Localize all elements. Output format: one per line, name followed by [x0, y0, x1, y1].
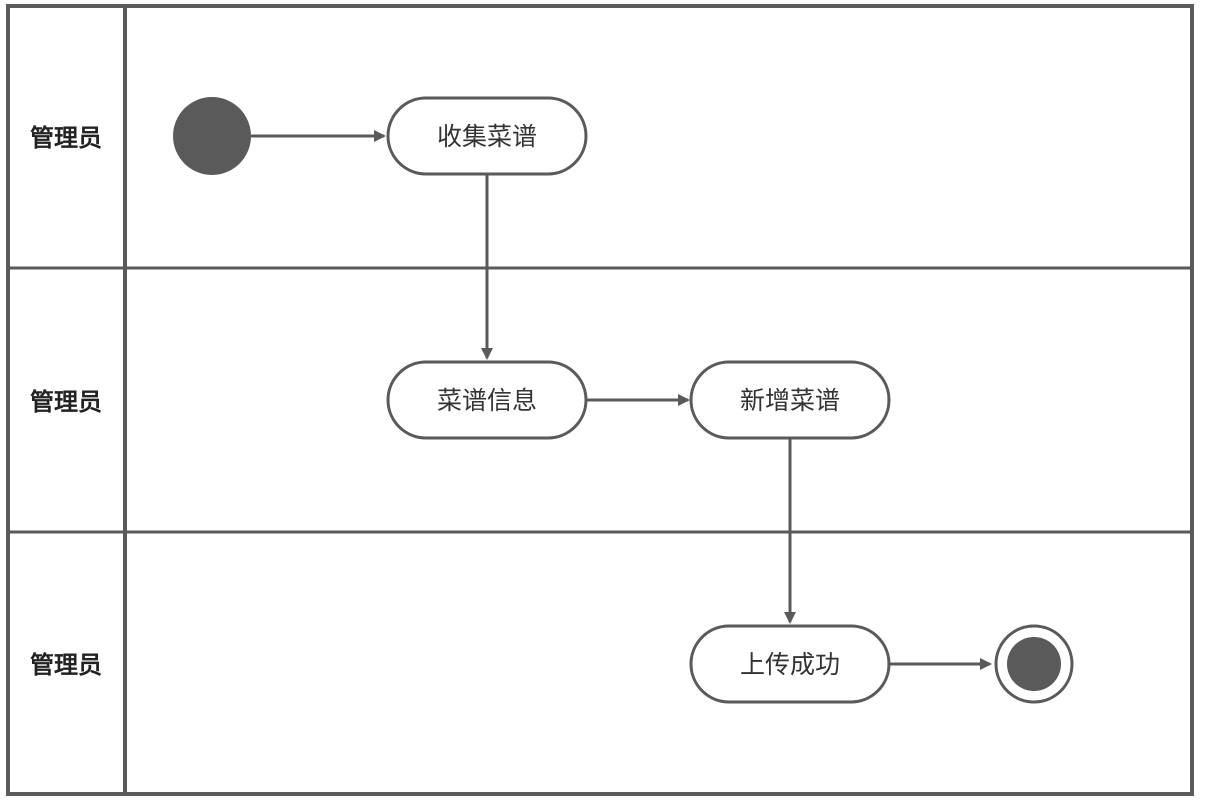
- action-node-recipe-info: 菜谱信息: [386, 360, 588, 440]
- lane-label: 管理员: [30, 651, 102, 679]
- action-label: 新增菜谱: [740, 386, 840, 415]
- action-label: 菜谱信息: [437, 386, 537, 415]
- diagram-frame: [6, 4, 1194, 796]
- action-label: 收集菜谱: [437, 122, 537, 151]
- action-label: 上传成功: [740, 650, 840, 679]
- lane-label: 管理员: [30, 388, 102, 416]
- action-node-collect-recipes: 收集菜谱: [386, 96, 588, 176]
- final-node: [994, 624, 1074, 704]
- action-node-upload-success: 上传成功: [689, 624, 891, 704]
- initial-node: [173, 97, 251, 175]
- lane-label: 管理员: [30, 124, 102, 152]
- action-node-add-recipe: 新增菜谱: [689, 360, 891, 440]
